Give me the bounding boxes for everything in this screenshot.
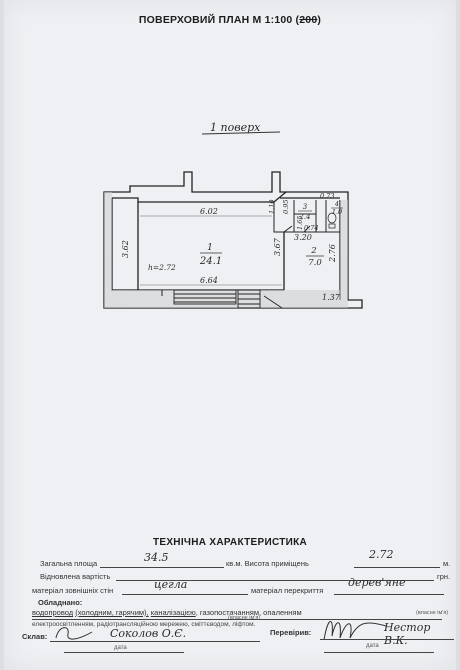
dim-bottom-right: 1.37 [322,293,341,302]
compiled-by-name: Соколов О.Є. [110,627,187,640]
floor-label: 1 поверх [210,121,261,134]
compiled-by-label: Склав: [22,632,48,641]
wall-material-label: матеріал зовнішніх стін [32,586,114,595]
floor-plan-drawing: 1 поверх [103,121,363,309]
room-4-area: 1.0 [332,208,342,216]
room-1-area: 24.1 [199,256,222,267]
wall-material-value: цегла [154,578,188,591]
dim-small: 1.10 [268,200,276,214]
dim-room3: 0.74 [304,224,318,232]
struck-scale: 200 [299,14,318,26]
dim-center-height: 3.67 [273,237,282,256]
height-label: кв.м. Висота приміщень [226,559,309,568]
compiler-sign-note: (власне ім'я) [228,615,261,621]
dim-hall: 1.65 [296,216,304,230]
dim-bottom-main: 6.64 [200,276,218,285]
document-title: ПОВЕРХОВИЙ ПЛАН М 1:100 (200) [138,14,322,26]
dim-top-main: 6.02 [200,207,218,216]
tech-section-title: ТЕХНІЧНА ХАРАКТЕРИСТИКА [152,537,308,548]
compiled-date-label: дата [114,645,127,651]
currency-label: грн. [437,572,451,581]
checker-sign-note: (власне ім'я) [416,610,449,616]
room-1-number: 1 [207,243,213,253]
height-value: 2.72 [369,548,394,561]
checked-by-name: Нестор В.К. [384,621,431,647]
wall-fill [104,192,348,308]
floor-label-underline [201,131,281,135]
dim-wc-width: 0.73 [320,192,334,200]
restored-value-label: Відновлена вартість [40,572,111,581]
entrance-stairs [173,289,283,309]
room-4-number: 4 [334,200,339,208]
ceiling-material-label: матеріал перекриття [251,586,324,595]
wc-fixture [327,212,337,229]
room-3-area: 2.4 [298,213,310,221]
dim-left-height: 3.62 [121,240,130,258]
document-page: ПОВЕРХОВИЙ ПЛАН М 1:100 (200) 1 поверх [4,0,456,670]
room-2-area: 7.0 [308,258,322,268]
partitions [161,200,340,296]
equipment-line-1: водопровод (холодним, гарячим), каналіза… [32,608,302,617]
dim-corridor-width: 0.95 [282,200,290,214]
ceiling-height-mark: h=2.72 [148,263,176,272]
dim-right-height: 2.76 [328,244,337,263]
checker-signature [323,621,387,641]
room-2-number: 2 [310,246,316,256]
room-3-number: 3 [303,203,308,211]
total-area-value: 34.5 [144,551,169,564]
equipped-label: Обладнано: [38,598,83,607]
equipment-line-2: електроосвітленням, радіотрансляційною м… [32,621,256,628]
dim-room2-width: 3.20 [294,233,312,242]
compiler-signature [55,627,93,640]
checked-by-label: Перевірив: [270,628,312,637]
total-area-label: Загальна площа [40,559,98,568]
checked-date-label: дата [366,643,379,649]
ceiling-material-value: дерев'яне [348,576,406,589]
height-unit: м. [443,559,451,568]
